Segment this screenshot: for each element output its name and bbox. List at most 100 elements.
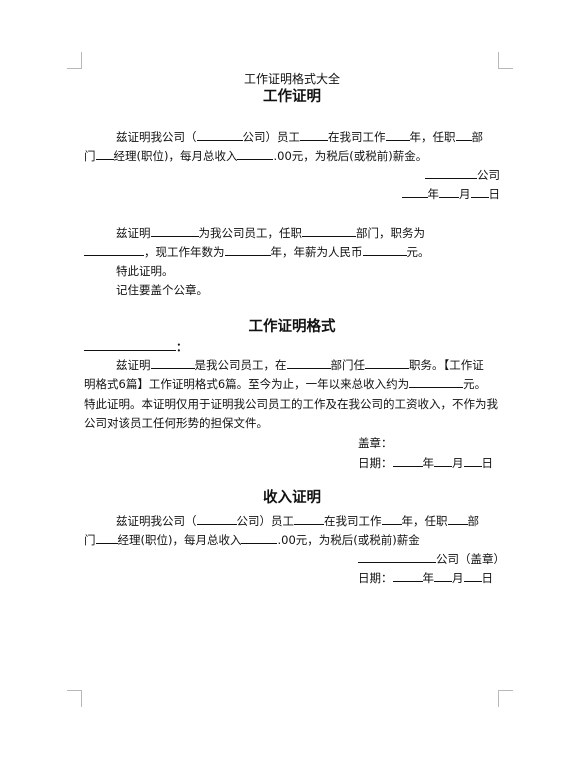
text: 日期： (358, 456, 393, 470)
text: 在我司工作 (324, 514, 382, 528)
text: 日期： (358, 571, 393, 585)
blank-field (401, 185, 428, 198)
text: 年 (422, 571, 435, 585)
blank-field (241, 531, 278, 544)
text: 日 (481, 456, 494, 470)
blank-field (358, 550, 436, 563)
blank-field (439, 185, 459, 198)
blank-field (455, 128, 472, 141)
text: 年，任职 (401, 514, 448, 528)
text: 门 (84, 533, 96, 547)
text: ： (176, 340, 188, 354)
section1-note: 记住要盖个公章。 (116, 283, 208, 297)
text: 部 (471, 130, 484, 144)
section2-paragraph-line1: 兹证明 是我公司员工，在 部门任 职务。【工作证 (84, 356, 500, 375)
blank-field (84, 338, 176, 351)
text: 兹证明 (116, 358, 151, 372)
blank-field (409, 375, 464, 388)
blank-field (84, 243, 144, 256)
text: 月 (459, 187, 471, 201)
blank-field (425, 166, 477, 179)
text: 月 (452, 456, 464, 470)
blank-field (95, 531, 118, 544)
text: 为我公司员工，任职 (198, 226, 303, 240)
document-subtitle: 工作证明格式大全 (243, 72, 340, 86)
section3-company-seal-line: 公司（盖章） (358, 550, 505, 569)
text: 兹证明我公司（ (116, 130, 197, 144)
section1-special-statement: 特此证明。 (116, 264, 174, 278)
blank-field (434, 569, 452, 582)
blank-field (196, 128, 243, 141)
blank-field (392, 454, 423, 467)
text: 兹证明我公司（ (116, 514, 197, 528)
text: 公司）员工 (236, 514, 295, 528)
blank-field (196, 512, 237, 525)
text: 公司（盖章） (436, 552, 505, 566)
text: 经理(职位)，每月总收入 (113, 149, 238, 163)
blank-field (365, 356, 409, 369)
text: 部 (467, 514, 480, 528)
text: 元。 (463, 377, 487, 391)
blank-field (392, 569, 423, 582)
text: 经理(职位)，每月总收入 (117, 533, 242, 547)
section2-paragraph-line4: 公司对该员工任何形势的担保文件。 (84, 416, 268, 430)
text: 年，年薪为人民币 (270, 245, 363, 259)
blank-field (150, 224, 199, 237)
blank-field (300, 128, 328, 141)
section1-paragraph1-line2: 门 经理(职位)，每月总收入 .00元，为税后(或税前)薪金。 (84, 147, 500, 166)
page-corner-mark-top-left (67, 52, 82, 69)
text: 年 (427, 187, 440, 201)
text: 日 (481, 571, 494, 585)
text: ，现工作年数为 (144, 245, 225, 259)
blank-field (302, 224, 356, 237)
blank-field (463, 454, 482, 467)
text: 日 (488, 187, 501, 201)
section2-paragraph-line2: 明格式6篇】工作证明格式6篇。至今为止，一年以来总收入约为 元。 (84, 375, 500, 394)
section1-paragraph2-line2: ，现工作年数为 年，年薪为人民币 元。 (84, 243, 500, 262)
blank-field (463, 569, 482, 582)
section1-paragraph1-line1: 兹证明我公司（ 公司）员工 在我司工作 年，任职 部 (84, 128, 500, 147)
text: 是我公司员工，在 (194, 358, 287, 372)
blank-field (385, 128, 410, 141)
blank-field (470, 185, 489, 198)
text: 部门，职务为 (356, 226, 425, 240)
page-corner-mark-bottom-right (498, 690, 513, 707)
blank-field (447, 512, 468, 525)
section2-seal-label: 盖章： (358, 436, 393, 450)
text: .00元，为税后(或税前)薪金。 (273, 149, 428, 163)
blank-field (95, 147, 114, 160)
text: 公司）员工 (242, 130, 301, 144)
page-corner-mark-bottom-left (67, 690, 82, 707)
section3-paragraph-line2: 门经理(职位)，每月总收入.00元，为税后(或税前)薪金 (84, 531, 500, 550)
section2-title: 工作证明格式 (248, 319, 336, 335)
text: 在我司工作 (328, 130, 386, 144)
section3-date-line: 日期： 年 月 日 (358, 569, 493, 588)
section1-paragraph2-line1: 兹证明为我公司员工，任职部门，职务为 (84, 224, 500, 243)
section1-title: 工作证明 (263, 89, 321, 105)
blank-field (286, 356, 331, 369)
section3-paragraph-line1: 兹证明我公司（ 公司）员工 在我司工作 年，任职 部 (84, 512, 500, 531)
section1-company-line: 公司 (84, 166, 500, 185)
text: 年，任职 (409, 130, 456, 144)
blank-field (150, 356, 195, 369)
section2-date-line: 日期： 年 月 日 (358, 454, 493, 473)
text: 门 (84, 149, 96, 163)
text: 年 (422, 456, 435, 470)
section1-date-line: 年月日 (84, 185, 500, 204)
text: 部门任 (330, 358, 366, 372)
blank-field (434, 454, 452, 467)
section2-paragraph-line3: 特此证明。本证明仅用于证明我公司员工的工作及在我公司的工资收入，不作为我 (84, 397, 498, 411)
text: 月 (452, 571, 464, 585)
page-corner-mark-top-right (498, 52, 513, 69)
blank-field (224, 243, 271, 256)
text: 职务。【工作证 (409, 358, 484, 372)
blank-field (381, 512, 402, 525)
text: 公司 (477, 168, 500, 182)
text: 元。 (406, 245, 430, 259)
blank-field (294, 512, 324, 525)
blank-field (362, 243, 407, 256)
blank-field (237, 147, 274, 160)
text: 明格式6篇】工作证明格式6篇。至今为止，一年以来总收入约为 (84, 377, 410, 391)
section2-addressee-line: ： (84, 338, 500, 357)
